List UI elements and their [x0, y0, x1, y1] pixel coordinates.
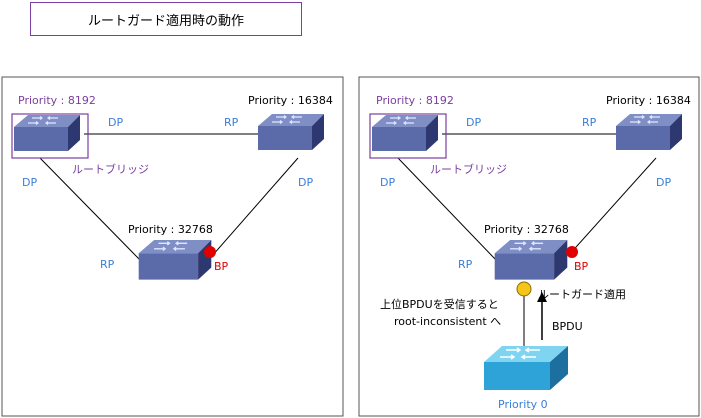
- right-root-switch: [372, 115, 438, 152]
- root-inconsistent-text: root-inconsistent へ: [394, 315, 501, 328]
- right-root-bridge-label: ルートブリッジ: [430, 162, 507, 176]
- left-right-switch: [258, 114, 324, 151]
- right-new-switch: [484, 346, 568, 391]
- right-root-bridge-highlight: [369, 113, 447, 159]
- right-port-dp-right: DP: [656, 176, 671, 189]
- bpdu-label: BPDU: [552, 320, 583, 333]
- right-port-dp-left: DP: [380, 176, 395, 189]
- left-bottom-priority: Priority : 32768: [128, 223, 213, 236]
- right-bottom-switch: [493, 240, 569, 281]
- diagram-title: ルートガード適用時の動作: [30, 2, 302, 36]
- right-blocked-port-dot: [566, 246, 578, 258]
- left-port-dp-left: DP: [22, 176, 37, 189]
- left-port-dp-right: DP: [298, 176, 313, 189]
- left-link-root-bottom: [39, 157, 141, 261]
- left-port-rp-top: RP: [224, 116, 239, 129]
- right-right-switch: [616, 114, 682, 151]
- right-port-dp-top: DP: [466, 116, 481, 129]
- bpdu-arrow-head: [537, 292, 547, 302]
- root-guard-label: ルートガード適用: [538, 287, 626, 301]
- left-root-bridge-label: ルートブリッジ: [72, 162, 149, 176]
- right-right-priority: Priority : 16384: [606, 94, 691, 107]
- right-panel-frame: [358, 76, 700, 417]
- right-port-rp-top: RP: [582, 116, 597, 129]
- right-panel: Priority : 8192 Priority : 16384 Priorit…: [369, 94, 691, 411]
- left-port-dp-top: DP: [108, 116, 123, 129]
- right-link-right-bottom: [567, 157, 657, 257]
- left-link-right-bottom: [211, 157, 299, 257]
- left-bottom-switch: [137, 240, 213, 281]
- root-guard-port-dot: [516, 281, 532, 297]
- left-port-rp-bottom: RP: [100, 258, 115, 271]
- left-panel: Priority : 8192 Priority : 16384 Priorit…: [11, 94, 333, 281]
- left-panel-frame: [1, 76, 344, 417]
- left-root-priority: Priority : 8192: [18, 94, 96, 107]
- left-root-bridge-highlight: [11, 113, 89, 159]
- new-switch-priority: Priority 0: [498, 398, 548, 411]
- left-blocked-port-dot: [204, 246, 216, 258]
- left-right-priority: Priority : 16384: [248, 94, 333, 107]
- superior-bpdu-text: 上位BPDUを受信すると: [380, 297, 499, 311]
- right-bottom-priority: Priority : 32768: [484, 223, 569, 236]
- left-port-bp-bottom: BP: [214, 260, 229, 273]
- right-root-priority: Priority : 8192: [376, 94, 454, 107]
- right-port-bp-bottom: BP: [574, 260, 589, 273]
- left-root-switch: [14, 115, 80, 152]
- right-port-rp-bottom: RP: [458, 258, 473, 271]
- right-link-root-bottom: [397, 157, 497, 261]
